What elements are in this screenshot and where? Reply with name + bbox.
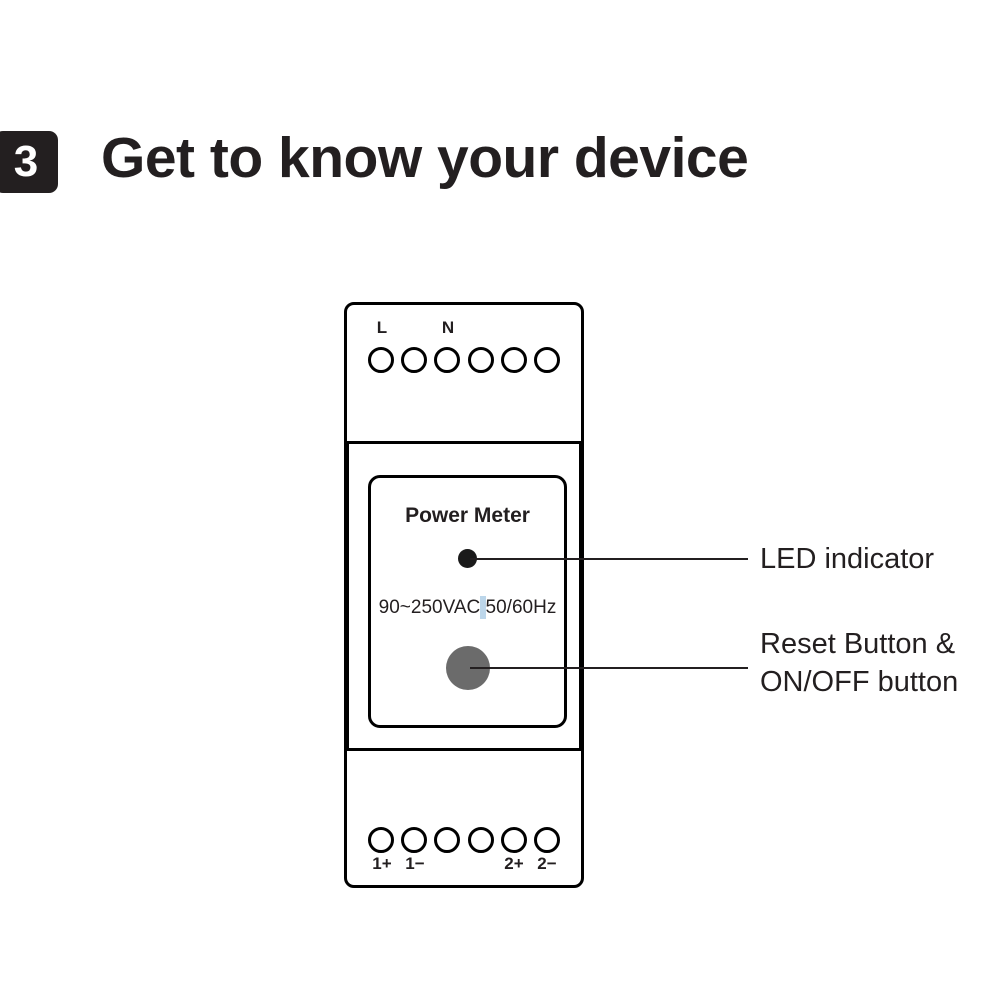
terminal-hole [401,827,428,853]
device-diagram: L N Power Meter 90~250VAC 50/60Hz 1+ 1− … [344,302,584,888]
callout-led-indicator: LED indicator [760,543,935,575]
callout-reset-line2: ON/OFF button [760,666,959,699]
terminal-hole [434,827,461,853]
leader-line-led [470,558,748,560]
leader-line-button [470,667,748,669]
terminal-hole [434,347,461,373]
callout-reset-button: Reset Button & ON/OFF button [760,625,958,702]
terminal-hole [533,347,560,373]
section-heading: 3 Get to know your device [0,126,749,193]
device-inner-panel [368,475,567,728]
terminal-label-1-minus: 1− [405,854,425,873]
terminal-hole [467,347,494,373]
led-indicator-icon [458,549,477,568]
top-terminal-row [368,347,560,373]
spec-prefix: 90~250VAC [378,597,481,618]
terminal-label-2-plus: 2+ [504,854,524,873]
page-title: Get to know your device [101,126,749,190]
terminal-hole [500,347,527,373]
step-number-badge: 3 [0,130,58,193]
spec-suffix: 50/60Hz [485,597,557,618]
terminal-hole [533,827,560,853]
spec-selected-space [480,596,486,619]
terminal-hole [368,347,394,373]
terminal-label-n: N [441,318,455,337]
terminal-label-l: L [376,318,388,337]
terminal-label-1-plus: 1+ [372,854,392,873]
device-panel-title: Power Meter [405,504,530,527]
terminal-label-2-minus: 2− [537,854,557,873]
terminal-hole [401,347,428,373]
terminal-hole [467,827,494,853]
device-spec-text: 90~250VAC 50/60Hz [368,596,567,619]
bottom-terminal-row [368,827,560,853]
terminal-hole [368,827,394,853]
terminal-hole [500,827,527,853]
callout-reset-line1: Reset Button & [760,628,956,660]
